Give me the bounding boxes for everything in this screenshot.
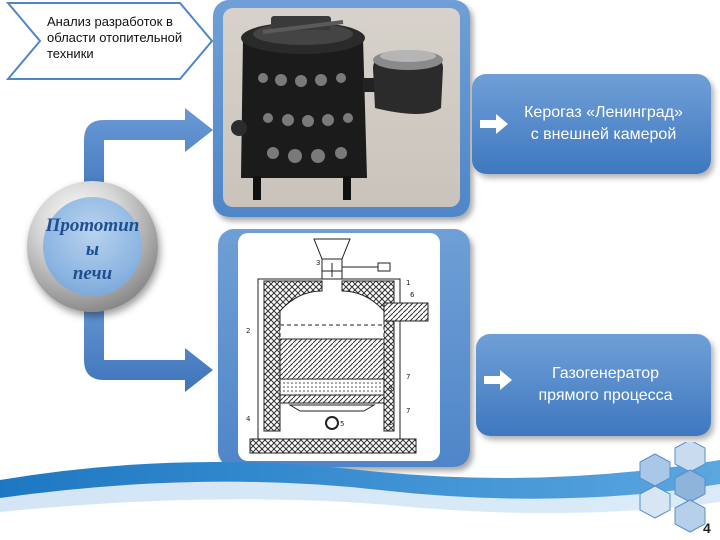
gasifier-schematic: 1 2 3 4 5 6 7 7 3 1 <box>246 238 429 454</box>
callout-3b: 3 <box>388 385 392 393</box>
center-label-line1: Прототип <box>45 215 140 236</box>
center-circle-inner <box>43 197 142 296</box>
callout-3: 3 <box>316 259 320 267</box>
callout-6: 6 <box>410 291 415 299</box>
center-label-line2: ы <box>85 239 100 260</box>
hexagon-collage-decoration <box>639 442 706 533</box>
kerosene-stove-image <box>231 16 443 200</box>
callout-1b: 1 <box>388 419 392 427</box>
label-kerogas-text: Керогаз «Ленинград» с внешней камерой <box>524 104 683 143</box>
callout-7a: 7 <box>406 373 410 381</box>
title-banner <box>5 2 214 80</box>
gasifier-diagram-panel: 1 2 3 4 5 6 7 7 3 1 <box>218 229 470 467</box>
callout-4: 4 <box>246 415 251 423</box>
callout-7b: 7 <box>406 407 410 415</box>
bottom-wave-decoration <box>0 460 720 540</box>
label-gasifier-text: Газогенератор прямого процесса <box>538 365 673 404</box>
arrow-right-icon <box>480 114 508 134</box>
gasifier-diagram: 1 2 3 4 5 6 7 7 3 1 <box>238 233 440 461</box>
label-box-gasifier: Газогенератор прямого процесса <box>476 334 711 436</box>
title-text: Анализ разработок в области отопительной… <box>47 14 183 61</box>
callout-2: 2 <box>246 327 250 335</box>
label-box-kerogas: Керогаз «Ленинград» с внешней камерой <box>472 74 711 174</box>
stove-photo-panel <box>213 0 470 217</box>
stove-photo <box>223 8 460 207</box>
callout-5: 5 <box>340 420 344 428</box>
center-label-line3: печи <box>72 263 113 284</box>
arrow-right-icon <box>484 370 512 390</box>
page-number: 4 <box>703 520 711 536</box>
callout-1: 1 <box>406 279 410 287</box>
center-circle-label: Прототип ы печи <box>30 214 155 286</box>
